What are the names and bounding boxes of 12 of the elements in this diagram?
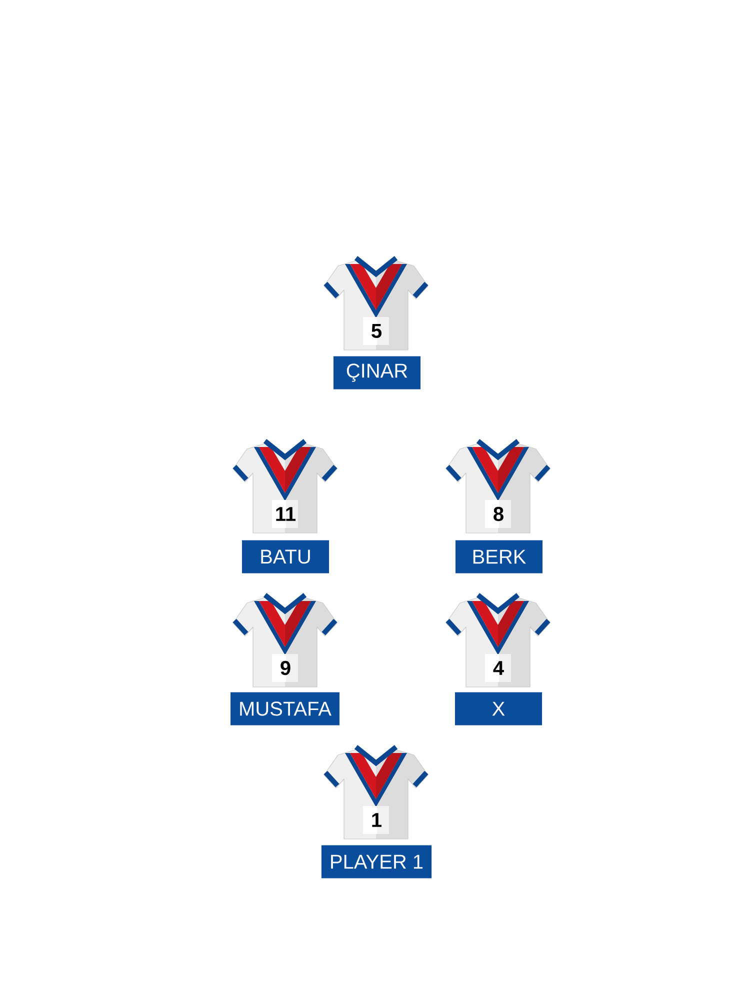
jersey: 5 (324, 256, 428, 350)
jersey: 9 (232, 593, 338, 688)
jersey: 1 (324, 745, 428, 840)
name-label: PLAYER 1 (321, 845, 432, 878)
jersey: 11 (232, 439, 338, 534)
name-label: ÇINAR (334, 356, 420, 390)
jersey: 4 (446, 593, 550, 688)
name-label: X (455, 692, 542, 726)
jersey: 8 (446, 439, 550, 534)
name-label: BATU (242, 540, 329, 574)
name-label: MUSTAFA (230, 692, 340, 726)
name-label: BERK (456, 540, 542, 574)
